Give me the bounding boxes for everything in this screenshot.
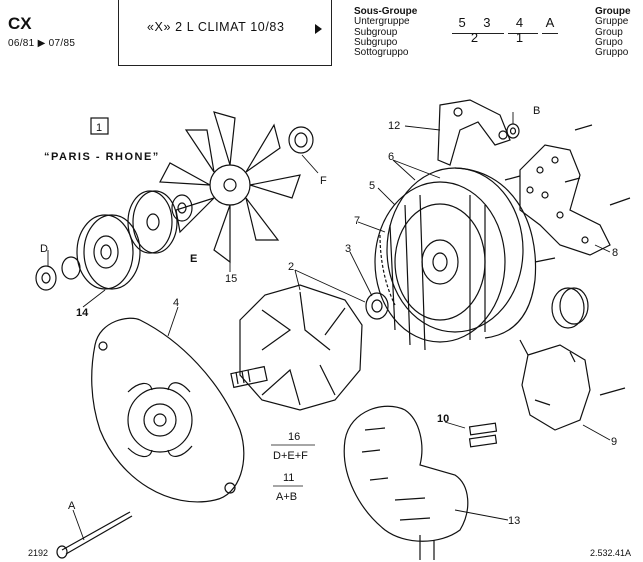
regulator-part <box>519 339 626 431</box>
rotor-part <box>230 284 363 411</box>
callout-7: 7 <box>354 215 360 227</box>
bracket-part <box>437 99 511 166</box>
bolt-a-part <box>56 511 133 559</box>
date-range: 06/81 ▶ 07/85 <box>8 38 76 49</box>
nut-b-part <box>506 123 520 139</box>
stator-housing-part <box>374 167 556 351</box>
leader-lines <box>47 112 611 541</box>
fraction-2-bottom: A+B <box>276 491 297 503</box>
rear-cap-part <box>551 287 589 329</box>
section-box <box>90 117 109 135</box>
washer-f-part <box>288 126 314 154</box>
brushes-part <box>468 422 498 448</box>
fraction-2-top: 11 <box>283 472 294 484</box>
callout-4: 4 <box>173 297 179 309</box>
front-housing-part <box>91 317 245 503</box>
page-title: «X» 2 L CLIMAT 10/83 <box>147 20 285 34</box>
subgroup-label-en: Subgroup <box>354 26 398 38</box>
callout-3: 3 <box>345 243 351 255</box>
ref-subgroup: 4 1 <box>508 15 538 45</box>
subgroup-label-de: Untergruppe <box>354 16 410 28</box>
callout-2: 2 <box>288 261 294 273</box>
diode-plate-part <box>519 124 631 256</box>
spacer-e-part <box>127 190 178 254</box>
callout-d: D <box>40 243 48 255</box>
fraction-1-top: 16 <box>288 431 300 443</box>
callout-e: E <box>190 253 197 265</box>
callout-15: 15 <box>225 273 237 285</box>
callout-a: A <box>68 500 76 512</box>
subgroup-label-fr: Sous-Groupe <box>354 6 418 17</box>
callout-8: 8 <box>612 247 618 259</box>
subgroup-label-it: Sottogruppo <box>354 47 409 59</box>
callout-10: 10 <box>437 413 449 425</box>
manufacturer-label: “PARIS - RHONE” <box>44 151 160 163</box>
fan-part <box>159 111 301 264</box>
subgroup-label-es: Subgrupo <box>354 36 398 48</box>
footer-code-right: 2.532.41A <box>590 548 631 558</box>
bearing-part <box>365 292 389 320</box>
group-label-it: Gruppo <box>595 47 629 59</box>
model-code: CX <box>8 14 32 33</box>
title-cell: «X» 2 L CLIMAT 10/83 <box>118 0 332 66</box>
subgroup-labels: Sous-Groupe Untergruppe Subgroup Subgrup… <box>354 6 418 59</box>
group-label-en: Group <box>595 26 623 38</box>
nut-d-part <box>35 256 81 291</box>
ref-group: 5 3 2 <box>452 15 504 45</box>
callout-12: 12 <box>388 120 400 132</box>
callout-9: 9 <box>611 436 617 448</box>
washer-part <box>171 194 193 222</box>
group-labels: Groupe Gruppe Group Grupo Gruppo <box>595 6 631 59</box>
callout-b: B <box>533 105 540 117</box>
model-cell: CX 06/81 ▶ 07/85 <box>0 0 118 66</box>
callout-6: 6 <box>388 151 394 163</box>
rear-housing-part <box>343 405 469 560</box>
group-label-es: Grupo <box>595 36 623 48</box>
exploded-view-diagram: 1 “PARIS - RHONE” <box>28 99 631 560</box>
footer-code-left: 2192 <box>28 548 48 558</box>
pulley-part <box>76 214 141 290</box>
callout-13: 13 <box>508 515 520 527</box>
ref-variant: A <box>542 15 558 34</box>
fraction-1-bottom: D+E+F <box>273 450 308 462</box>
section-number: 1 <box>96 122 102 134</box>
callout-5: 5 <box>369 180 375 192</box>
group-label-de: Gruppe <box>595 16 629 28</box>
header-bar: CX 06/81 ▶ 07/85 «X» 2 L CLIMAT 10/83 So… <box>0 0 643 66</box>
callout-14: 14 <box>76 307 89 319</box>
group-label-fr: Groupe <box>595 6 631 17</box>
title-arrow-icon <box>315 24 322 34</box>
callout-f: F <box>320 175 327 187</box>
